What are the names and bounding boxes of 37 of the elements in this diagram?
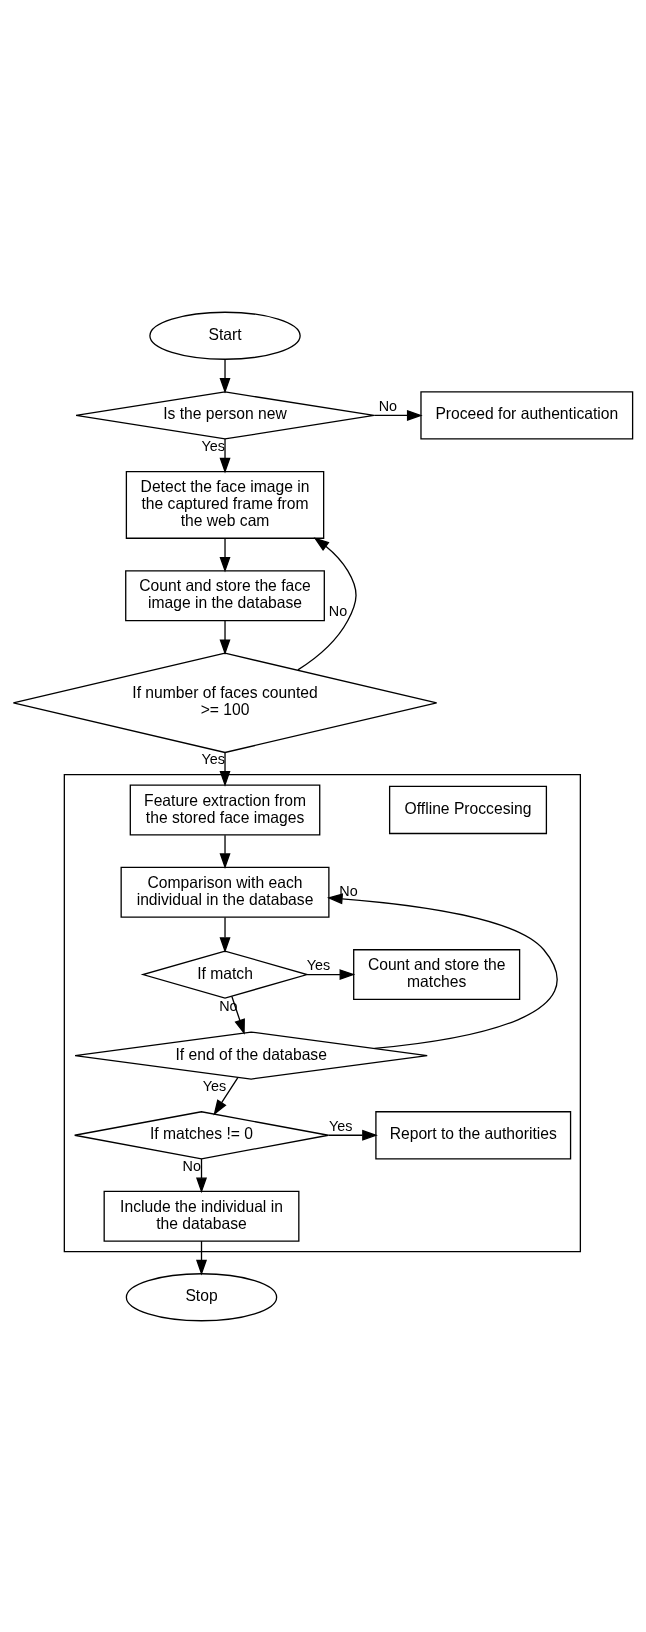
arrow — [219, 437, 231, 473]
node-ellipse: Start — [149, 311, 301, 360]
edge-label: No — [182, 1157, 201, 1174]
node-box: Feature extraction from the stored face images — [129, 784, 321, 835]
node-box: Detect the face image in the captured frame from the web cam — [125, 470, 325, 539]
arrow — [306, 968, 356, 980]
node-box: Offline Proccesing — [388, 785, 548, 834]
arrow — [219, 751, 231, 787]
node-diamond: If number of faces counted >= 100 — [12, 652, 438, 753]
node-diamond: If matches != 0 — [74, 1110, 329, 1159]
arrow — [219, 619, 231, 655]
node-box: Count and store the face image in the database — [125, 569, 325, 621]
arrow — [219, 916, 231, 953]
node-box: Proceed for authentication — [420, 390, 634, 440]
arrow — [219, 358, 231, 394]
arrow — [196, 1157, 207, 1193]
edge-label: No — [378, 397, 398, 414]
node-ellipse: Stop — [125, 1272, 278, 1321]
arrow — [297, 536, 357, 671]
edge-label: Yes — [202, 1077, 227, 1094]
node-box: Include the individual in the database — [103, 1190, 300, 1242]
node-diamond: If end of the database — [74, 1030, 428, 1080]
arrow — [231, 995, 245, 1035]
edge-label: Yes — [328, 1117, 353, 1134]
node-box: Count and store the matches — [353, 948, 521, 1000]
arrow — [327, 1129, 378, 1141]
node-box: Report to the authorities — [375, 1110, 572, 1159]
cluster — [63, 773, 581, 1252]
arrow — [219, 834, 231, 869]
node-diamond: Is the person new — [75, 390, 375, 440]
arrow — [213, 1076, 239, 1115]
arrow — [196, 1239, 207, 1275]
arrow — [373, 409, 423, 421]
arrow — [327, 892, 558, 1049]
arrow — [219, 537, 231, 573]
node-box: Comparison with each individual in the database — [120, 866, 330, 918]
edge-label: No — [328, 602, 348, 619]
